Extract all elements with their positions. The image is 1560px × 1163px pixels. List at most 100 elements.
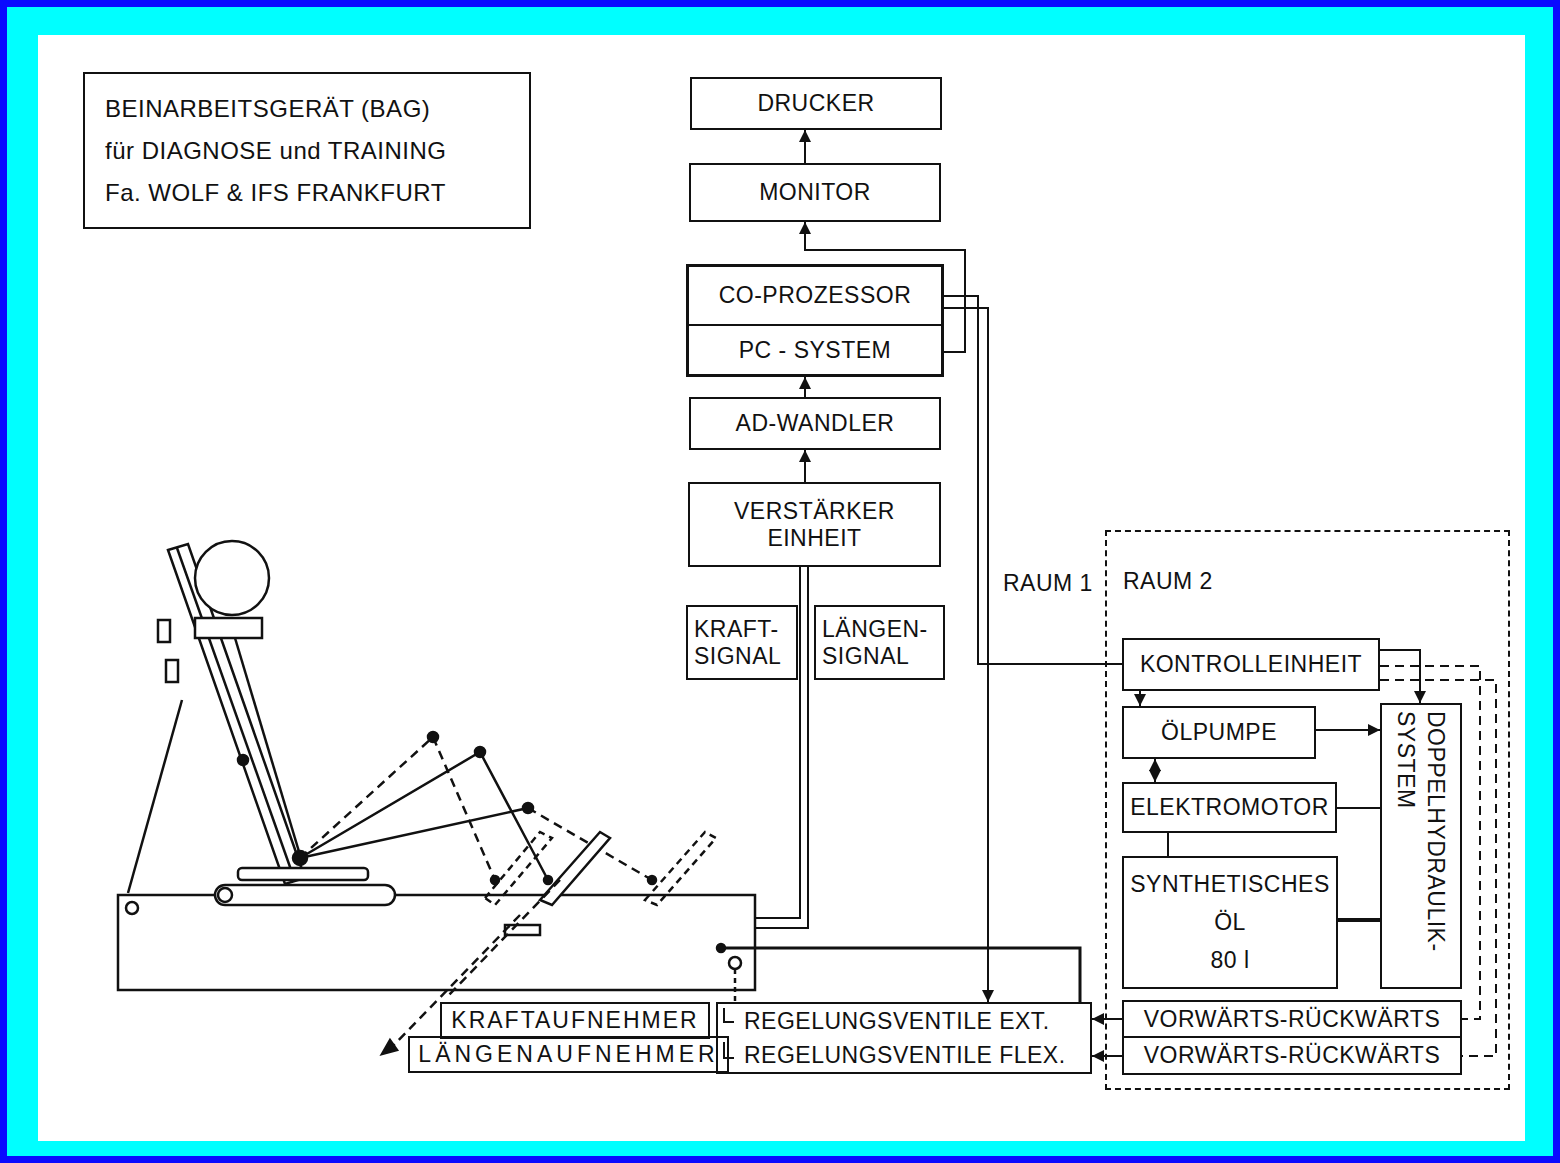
output-box: MONITOR <box>689 163 941 222</box>
valve-lead <box>734 969 737 1002</box>
hydraulic-box: DOPPELHYDRAULIK- SYSTEM <box>1380 703 1462 989</box>
pump-box: ÖLPUMPE <box>1122 706 1316 759</box>
headrest <box>195 618 262 638</box>
knob <box>158 620 170 642</box>
hydraulic-line <box>721 948 1080 1002</box>
direction-box: VORWÄRTS-RÜCKWÄRTS <box>1122 1038 1462 1075</box>
valve-box: REGELUNGSVENTILE EXT. <box>716 1002 1092 1038</box>
box-label: KRAFT- SIGNAL <box>694 616 790 669</box>
box-label: MONITOR <box>759 179 871 205</box>
signal-box: LÄNGEN- SIGNAL <box>814 605 945 680</box>
connector <box>1338 918 1380 922</box>
oil-tank-box: SYNTHETISCHES ÖL 80 l <box>1122 856 1338 989</box>
connector <box>1316 729 1380 731</box>
connector <box>944 308 988 1002</box>
leg-solid <box>300 752 548 880</box>
output-box: DRUCKER <box>690 77 942 130</box>
room-label: RAUM 1 <box>1003 570 1093 596</box>
box-label: AD-WANDLER <box>736 410 895 436</box>
joint-dot <box>428 732 438 742</box>
box-label: VERSTÄRKER EINHEIT <box>712 498 917 551</box>
box-label: ÖLPUMPE <box>1161 719 1277 745</box>
rear-leg <box>128 700 182 893</box>
connector <box>1337 807 1380 809</box>
box-label: RAUM 2 <box>1123 568 1213 594</box>
joint-dot <box>648 876 656 884</box>
box-label: CO-PROZESSOR <box>719 282 912 308</box>
connector <box>804 130 806 163</box>
valve-box: REGELUNGSVENTILE FLEX. <box>716 1038 1092 1074</box>
title-text: für DIAGNOSE und TRAINING <box>105 137 446 165</box>
foot-plate-dashed <box>645 832 716 905</box>
joint-dot <box>491 876 499 884</box>
knob <box>166 660 178 682</box>
box-label: VORWÄRTS-RÜCKWÄRTS <box>1144 1006 1441 1032</box>
rail-roller <box>218 888 232 902</box>
foot-plate <box>540 832 610 905</box>
connector <box>1167 833 1169 856</box>
connector <box>1092 1018 1122 1020</box>
connector <box>1139 691 1141 706</box>
seat-rail <box>215 885 395 905</box>
head <box>195 541 269 615</box>
processor-box: CO-PROZESSOR <box>686 264 944 326</box>
processor-box: PC - SYSTEM <box>686 326 944 377</box>
converter-box: AD-WANDLER <box>689 397 941 450</box>
box-label: ÖL <box>1214 909 1246 935</box>
box-label: PC - SYSTEM <box>739 337 891 363</box>
box-label: 80 l <box>1210 947 1249 973</box>
title-box: BEINARBEITSGERÄT (BAG) für DIAGNOSE und T… <box>83 72 531 229</box>
leg-dashed <box>300 737 495 880</box>
box-label: LÄNGENAUFNEHMER <box>418 1041 718 1067</box>
machine-base <box>118 895 755 990</box>
leader-arrow <box>382 1040 397 1054</box>
foot-plate-dashed <box>485 832 552 905</box>
connector <box>1092 1055 1122 1057</box>
seat-cushion <box>238 868 368 880</box>
leader-mark <box>724 1042 734 1058</box>
connector <box>1380 666 1480 1019</box>
lever <box>300 808 528 858</box>
signal-box: KRAFT- SIGNAL <box>686 605 798 680</box>
leg-machine <box>118 541 1080 1058</box>
page-ground <box>38 35 1525 1141</box>
hip-dot <box>293 851 307 865</box>
leader-line <box>447 880 560 997</box>
leader-mark <box>724 1008 734 1022</box>
box-label: KRAFTAUFNEHMER <box>451 1007 698 1033</box>
pivot <box>126 902 138 914</box>
box-label: ELEKTROMOTOR <box>1130 794 1329 820</box>
sensor-box: KRAFTAUFNEHMER <box>440 1002 710 1039</box>
box-label: DOPPELHYDRAULIK- SYSTEM <box>1391 711 1451 981</box>
joint-dot <box>523 803 533 813</box>
label-holder: RAUM 1 <box>1003 570 1093 596</box>
box-label: LÄNGEN- SIGNAL <box>822 616 937 669</box>
strut <box>235 638 300 855</box>
connector <box>804 450 806 482</box>
joint-dot <box>238 755 248 765</box>
amplifier-box: VERSTÄRKER EINHEIT <box>688 482 941 567</box>
joint-dot <box>475 747 485 757</box>
connector <box>1380 650 1420 703</box>
box-label: REGELUNGSVENTILE FLEX. <box>744 1042 1066 1068</box>
box-label: VORWÄRTS-RÜCKWÄRTS <box>1144 1042 1441 1068</box>
box-label: REGELUNGSVENTILE EXT. <box>744 1008 1050 1034</box>
valve-symbol <box>729 957 741 969</box>
box-label: DRUCKER <box>757 90 874 116</box>
title-text: BEINARBEITSGERÄT (BAG) <box>105 95 430 123</box>
sensor-box: LÄNGENAUFNEHMER <box>408 1036 729 1073</box>
joint-dot <box>544 876 552 884</box>
box-label: SYNTHETISCHES <box>1130 871 1329 897</box>
box-label: KONTROLLEINHEIT <box>1140 651 1362 677</box>
direction-box: VORWÄRTS-RÜCKWÄRTS <box>1122 1000 1462 1038</box>
control-box: KONTROLLEINHEIT <box>1122 638 1380 691</box>
room-region: RAUM 2 KONTROLLEINHEIT ÖLPUMPE ELEKTROMOTOR… <box>1105 530 1510 1090</box>
connector <box>1154 759 1156 782</box>
title-text: Fa. WOLF & IFS FRANKFURT <box>105 179 446 207</box>
motor-box: ELEKTROMOTOR <box>1122 782 1337 833</box>
cyan-frame <box>7 7 1553 1156</box>
connector <box>944 296 1122 664</box>
connector <box>804 377 806 397</box>
